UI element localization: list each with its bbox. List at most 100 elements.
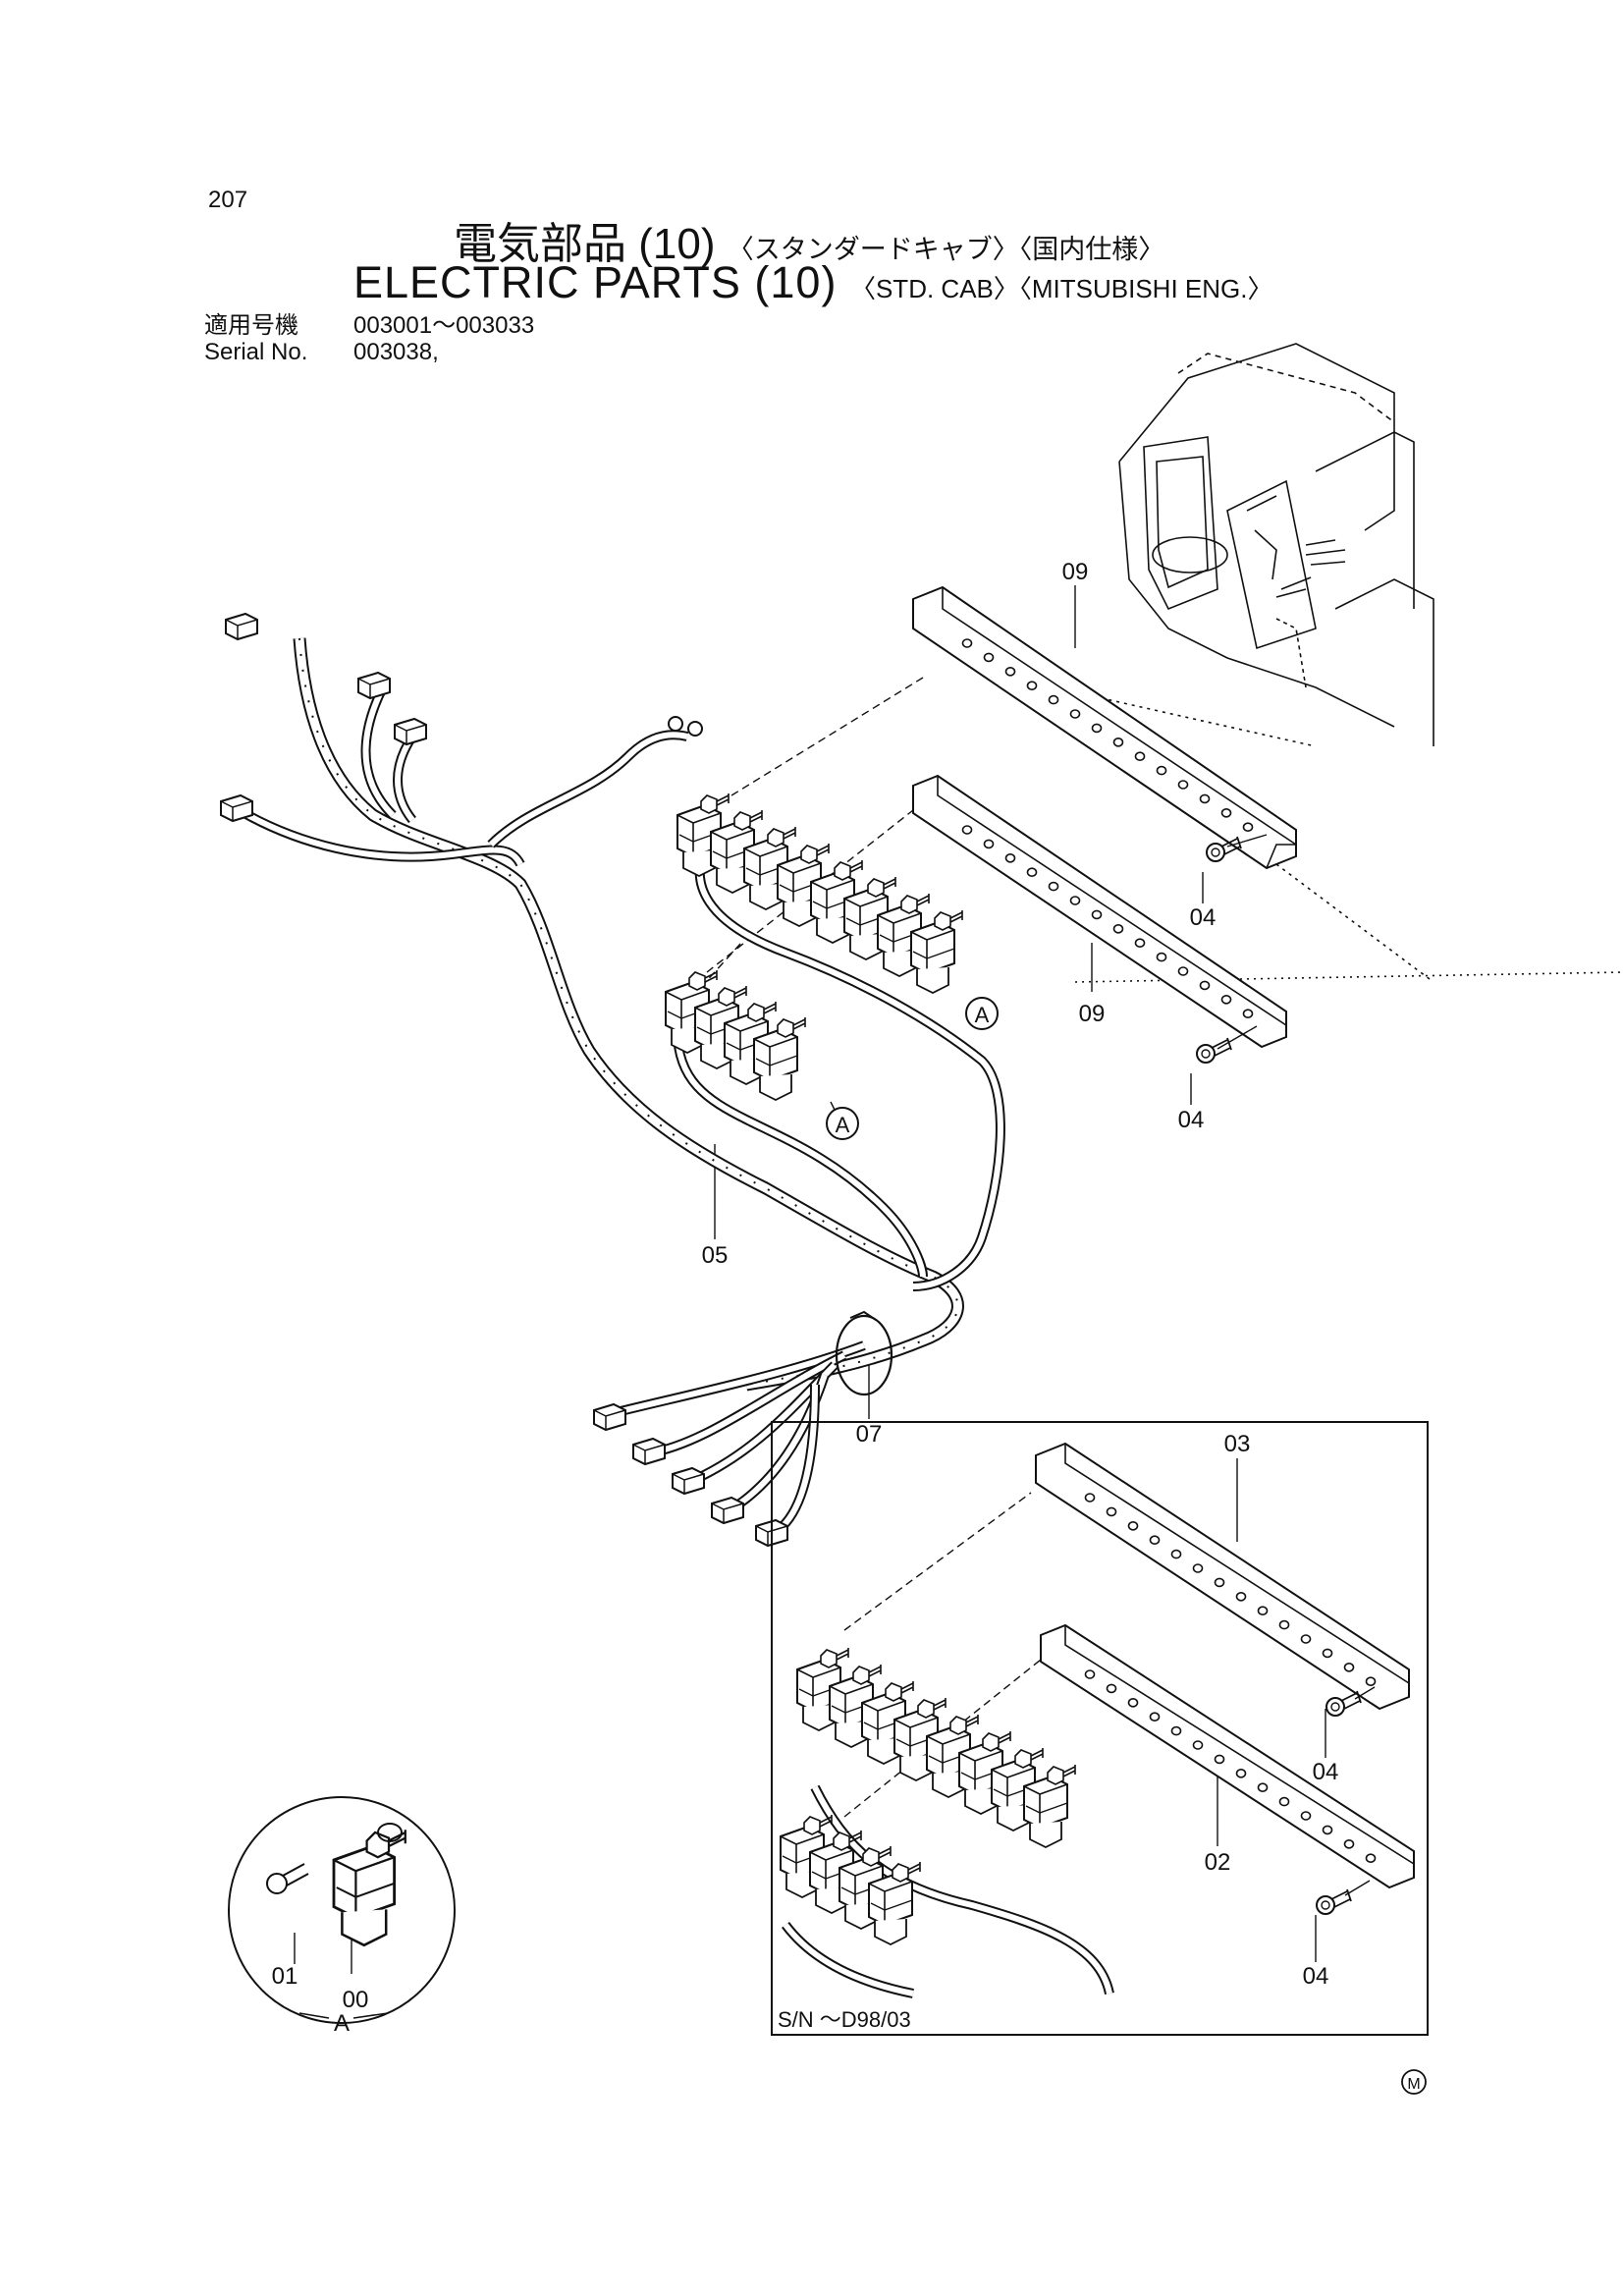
- cab-illustration: [1001, 343, 1623, 983]
- bracket-03-hole-12: [1322, 1648, 1333, 1659]
- detail-a-circle: [228, 1796, 456, 2024]
- bracket-09-lower-hole-7: [1091, 909, 1103, 920]
- bracket-02-hole-3: [1127, 1698, 1139, 1708]
- bracket-09-lower-hole-6: [1069, 896, 1081, 905]
- wire-harness-part-05: [228, 637, 1005, 1537]
- bolt-part-04-inset-upper: [1325, 1690, 1362, 1717]
- callout-04-middle: 04: [1178, 1107, 1205, 1133]
- title-en-spec: 〈STD. CAB〉〈MITSUBISHI ENG.〉: [849, 274, 1273, 303]
- title-english: ELECTRIC PARTS (10) 〈STD. CAB〉〈MITSUBISH…: [353, 257, 1272, 308]
- callout-04-upper: 04: [1190, 904, 1217, 931]
- reference-mark-a-1: A: [965, 997, 999, 1030]
- bracket-02-hole-8: [1235, 1769, 1247, 1778]
- callout-05: 05: [702, 1242, 729, 1269]
- bracket-02-hole-7: [1214, 1754, 1225, 1765]
- bracket-02-hole-11: [1300, 1811, 1312, 1821]
- bracket-09-upper-hole-8: [1112, 737, 1124, 747]
- relay-part-00: [332, 1828, 407, 1947]
- bracket-02-hole-13: [1343, 1839, 1355, 1849]
- bracket-09-upper-hole-2: [983, 652, 995, 663]
- harness-end-connectors: [220, 613, 788, 1547]
- callout-00: 00: [343, 1987, 369, 2013]
- bracket-part-09-upper: [912, 585, 1297, 870]
- bracket-03-hole-8: [1235, 1592, 1247, 1602]
- page-number: 207: [208, 187, 248, 213]
- bracket-09-upper-hole-6: [1069, 709, 1081, 719]
- serial-range: 003001～003033: [353, 312, 535, 339]
- callout-labels: 09 04 09 04 05 07 03 04 02 04 01 00 A: [272, 559, 1339, 2037]
- bracket-09-upper-hole-9: [1134, 751, 1146, 762]
- reference-mark-a-2: A: [826, 1107, 859, 1140]
- bracket-03-hole-11: [1300, 1634, 1312, 1644]
- bracket-part-09-lower: [912, 774, 1287, 1049]
- callout-09-lower: 09: [1079, 1001, 1106, 1027]
- bracket-02-hole-9: [1257, 1782, 1269, 1792]
- bracket-03-hole-14: [1365, 1676, 1377, 1686]
- bracket-02-hole-10: [1278, 1796, 1290, 1807]
- bracket-03-hole-7: [1214, 1577, 1225, 1588]
- variant-inset-box: S/N ～D98/03: [771, 1421, 1429, 2036]
- bracket-09-lower-hole-11: [1177, 966, 1189, 976]
- bracket-02-hole-14: [1365, 1853, 1377, 1863]
- ref-a1-text: A: [975, 1003, 990, 1027]
- bracket-09-lower-hole-5: [1048, 881, 1059, 892]
- bracket-09-lower-hole-1: [961, 825, 973, 835]
- title-jp-main: 電気部品 (10): [454, 220, 716, 268]
- bracket-09-upper-hole-10: [1156, 765, 1167, 776]
- title-japanese: 電気部品 (10) 〈スタンダードキャブ〉〈国内仕様〉: [454, 208, 1164, 271]
- bracket-09-upper-hole-3: [1004, 666, 1016, 677]
- footer-mark-text: M: [1407, 2076, 1420, 2093]
- bracket-02-hole-12: [1322, 1825, 1333, 1835]
- ref-a2-text: A: [836, 1113, 850, 1137]
- bracket-02-hole-6: [1192, 1740, 1204, 1750]
- bracket-09-lower-hole-10: [1156, 952, 1167, 962]
- bracket-part-02: [1040, 1623, 1415, 1889]
- serial-value: 003038,: [353, 339, 439, 365]
- bracket-02-hole-4: [1149, 1712, 1161, 1722]
- callout-04-inset-upper: 04: [1313, 1759, 1339, 1785]
- bracket-09-upper-hole-7: [1091, 723, 1103, 734]
- bracket-09-lower-hole-4: [1026, 867, 1038, 878]
- inset-serial-note: S/N ～D98/03: [778, 2007, 911, 2032]
- bracket-03-hole-10: [1278, 1619, 1290, 1630]
- bracket-09-lower-hole-14: [1242, 1009, 1254, 1018]
- bracket-03-hole-3: [1127, 1521, 1139, 1531]
- detail-a-label: A: [334, 2010, 350, 2037]
- callout-01: 01: [272, 1963, 298, 1990]
- callout-02: 02: [1205, 1849, 1231, 1876]
- bracket-09-upper-hole-1: [961, 638, 973, 648]
- serial-label-en: Serial No.: [204, 339, 308, 365]
- bracket-03-hole-6: [1192, 1563, 1204, 1573]
- callout-07: 07: [856, 1421, 883, 1448]
- callout-09-upper: 09: [1062, 559, 1089, 585]
- bracket-09-upper-hole-12: [1199, 793, 1211, 804]
- bracket-part-03: [1035, 1442, 1410, 1711]
- bracket-02-hole-1: [1084, 1669, 1096, 1679]
- bracket-03-hole-5: [1170, 1549, 1182, 1559]
- bracket-09-lower-hole-13: [1220, 994, 1232, 1005]
- title-jp-spec: 〈スタンダードキャブ〉〈国内仕様〉: [727, 235, 1165, 264]
- bolt-part-04-middle: [1196, 1037, 1232, 1064]
- bracket-03-hole-2: [1106, 1506, 1117, 1517]
- bracket-09-lower-hole-9: [1134, 938, 1146, 949]
- bracket-09-lower-hole-8: [1112, 923, 1124, 934]
- bracket-03-hole-9: [1257, 1606, 1269, 1615]
- bracket-09-lower-hole-2: [983, 839, 995, 849]
- title-en-main: ELECTRIC PARTS (10): [353, 257, 838, 307]
- footer-mark: M: [1401, 2069, 1427, 2095]
- bracket-02-hole-5: [1170, 1725, 1182, 1736]
- bracket-02-hole-2: [1106, 1683, 1117, 1694]
- bracket-09-upper-hole-4: [1026, 681, 1038, 691]
- bracket-03-hole-13: [1343, 1663, 1355, 1672]
- bolt-part-04-inset-lower: [1316, 1888, 1352, 1915]
- callout-03: 03: [1224, 1431, 1251, 1457]
- bracket-09-lower-hole-3: [1004, 852, 1016, 863]
- bracket-09-upper-hole-13: [1220, 807, 1232, 818]
- bracket-03-hole-4: [1149, 1535, 1161, 1545]
- bracket-03-hole-1: [1084, 1493, 1096, 1503]
- bracket-09-upper-hole-11: [1177, 780, 1189, 790]
- bracket-09-lower-hole-12: [1199, 980, 1211, 991]
- bolt-part-01: [266, 1863, 309, 1894]
